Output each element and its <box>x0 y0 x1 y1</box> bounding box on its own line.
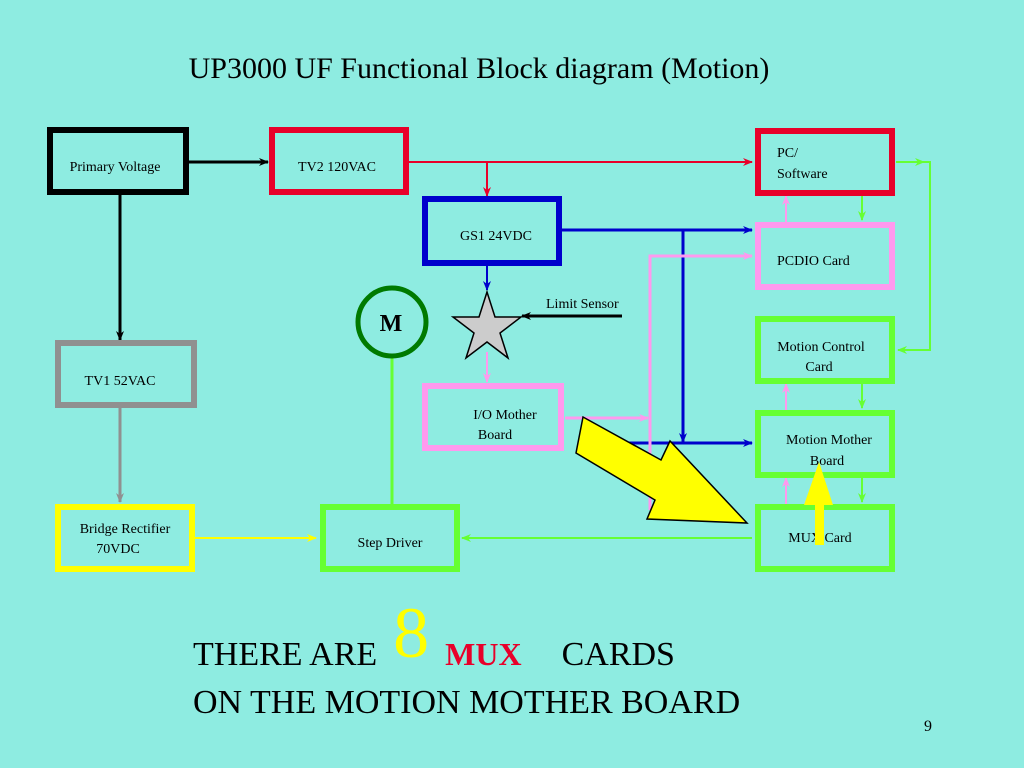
block-bridge-rectifier: Bridge Rectifier 70VDC <box>55 504 195 572</box>
block-label: 70VDC <box>96 542 140 557</box>
block-tv1: TV1 52VAC <box>55 340 197 408</box>
slide-title-text: UP3000 UF Functional Block diagram (Moti… <box>188 52 770 85</box>
motor-label: M <box>380 311 403 337</box>
up-yellow-arrow-icon <box>804 462 833 545</box>
block-motion-control: Motion Control Card <box>755 316 895 384</box>
connector-pc-to-motion-control <box>896 161 931 354</box>
limit-sensor-star-icon <box>450 289 524 361</box>
block-label: Motion Control <box>777 340 865 355</box>
block-gs1: GS1 24VDC <box>422 196 562 266</box>
block-label: PC/ <box>777 146 798 161</box>
block-label: GS1 24VDC <box>460 229 532 244</box>
slide-title: UP3000 UF Functional Block diagram (Moti… <box>0 52 1024 86</box>
block-tv2: TV2 120VAC <box>269 127 409 195</box>
block-label: Motion Mother <box>786 433 872 448</box>
mux-count: 8 <box>393 593 430 673</box>
caption-line-2: ON THE MOTION MOTHER BOARD <box>193 684 741 721</box>
block-label: TV1 52VAC <box>85 374 156 389</box>
block-pcdio: PCDIO Card <box>755 222 895 290</box>
block-primary-voltage: Primary Voltage <box>47 127 189 195</box>
limit-sensor-label: Limit Sensor <box>546 297 619 312</box>
caption-suffix: CARDS <box>561 636 675 673</box>
block-label: Software <box>777 167 828 182</box>
block-label: Step Driver <box>358 536 423 551</box>
page-number: 9 <box>924 718 932 735</box>
block-label: TV2 120VAC <box>298 160 376 175</box>
block-step-driver: Step Driver <box>320 504 460 572</box>
block-label: Card <box>805 360 832 375</box>
caption-prefix: THERE ARE <box>193 636 378 673</box>
connector-pink-bus-to-pcdio <box>648 252 753 510</box>
big-yellow-arrow-icon <box>575 415 749 524</box>
caption-highlight: MUX <box>445 636 522 672</box>
motor-symbol: M <box>355 285 429 359</box>
block-pc-software: PC/ Software <box>755 128 895 196</box>
block-label: Board <box>810 454 844 469</box>
block-label: Board <box>478 428 512 443</box>
block-label: PCDIO Card <box>777 254 850 269</box>
connectors <box>116 158 931 542</box>
block-label: Primary Voltage <box>70 160 161 175</box>
block-label: Bridge Rectifier <box>80 522 171 537</box>
block-motion-mother-board: Motion Mother Board <box>755 410 895 478</box>
block-io-mother-board: I/O Mother Board <box>422 383 564 451</box>
block-label: I/O Mother <box>473 408 537 423</box>
block-mux-card: MUX Card <box>755 504 895 572</box>
